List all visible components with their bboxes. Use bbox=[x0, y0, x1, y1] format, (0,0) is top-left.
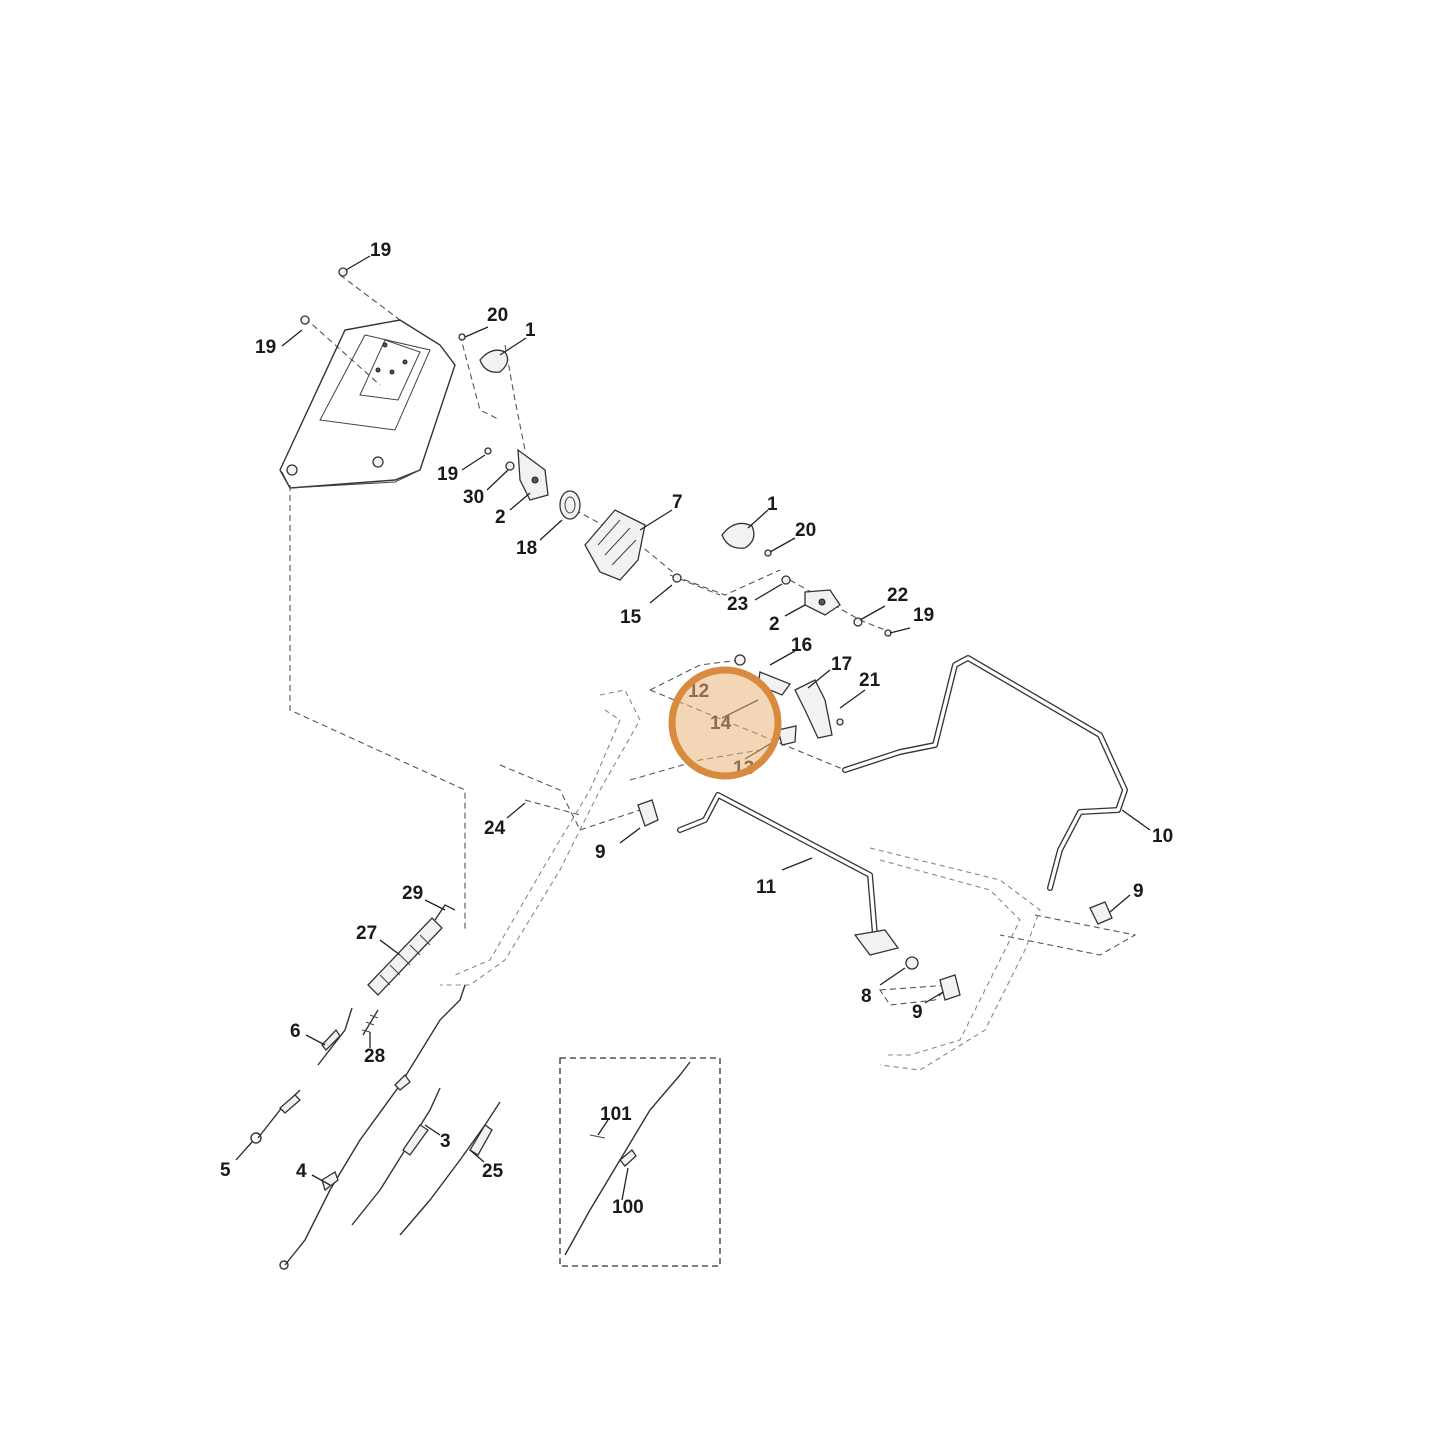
label-23: 23 bbox=[727, 594, 748, 615]
label-4: 4 bbox=[296, 1161, 307, 1182]
cable-25 bbox=[399, 1101, 501, 1236]
cable-3 bbox=[351, 1087, 441, 1226]
knob-1-upper bbox=[479, 349, 509, 373]
kit-box bbox=[559, 1057, 721, 1267]
label-11: 11 bbox=[756, 877, 777, 898]
label-19-a: 19 bbox=[370, 240, 391, 261]
label-5: 5 bbox=[220, 1160, 231, 1181]
switch-module-7 bbox=[584, 509, 646, 581]
label-9-b: 9 bbox=[1133, 881, 1144, 902]
label-8: 8 bbox=[861, 986, 872, 1007]
label-9-c: 9 bbox=[912, 1002, 923, 1023]
lever-17 bbox=[757, 671, 833, 746]
label-22: 22 bbox=[887, 585, 908, 606]
control-housing bbox=[279, 319, 456, 489]
small-hardware bbox=[300, 267, 892, 726]
label-6: 6 bbox=[290, 1021, 301, 1042]
cable-4 bbox=[279, 984, 466, 1270]
label-19-d: 19 bbox=[913, 605, 934, 626]
label-18: 18 bbox=[516, 538, 537, 559]
label-10: 10 bbox=[1152, 826, 1173, 847]
cable-6 bbox=[317, 1007, 353, 1066]
label-20-b: 20 bbox=[795, 520, 816, 541]
cable-5 bbox=[250, 1089, 301, 1144]
label-1-a: 1 bbox=[525, 320, 536, 341]
rod-11 bbox=[677, 792, 900, 956]
highlight-circle-icon bbox=[668, 666, 782, 780]
label-1-b: 1 bbox=[767, 494, 778, 515]
bushings bbox=[637, 799, 1113, 1001]
label-100: 100 bbox=[612, 1197, 644, 1218]
label-19-b: 19 bbox=[255, 337, 276, 358]
handle-tube bbox=[440, 689, 1041, 1071]
ring-18 bbox=[559, 490, 581, 520]
label-17: 17 bbox=[831, 654, 852, 675]
label-2-b: 2 bbox=[769, 614, 780, 635]
label-25: 25 bbox=[482, 1161, 504, 1182]
bracket-2-upper bbox=[517, 448, 549, 501]
label-9-a: 9 bbox=[595, 842, 606, 863]
spring-27 bbox=[367, 904, 456, 996]
spring-28 bbox=[361, 1009, 379, 1036]
label-7: 7 bbox=[672, 492, 683, 513]
label-30: 30 bbox=[463, 487, 484, 508]
label-15: 15 bbox=[620, 607, 642, 628]
label-19-c: 19 bbox=[437, 464, 458, 485]
label-24: 24 bbox=[484, 818, 506, 839]
bail-rod-10 bbox=[842, 655, 1128, 891]
label-3: 3 bbox=[440, 1131, 451, 1152]
label-20-a: 20 bbox=[487, 305, 508, 326]
label-27: 27 bbox=[356, 923, 377, 944]
label-29: 29 bbox=[402, 883, 423, 904]
label-2-a: 2 bbox=[495, 507, 506, 528]
label-101: 101 bbox=[600, 1104, 632, 1125]
knob-1-lower bbox=[721, 522, 755, 549]
label-16: 16 bbox=[791, 635, 812, 656]
label-28: 28 bbox=[364, 1046, 385, 1067]
bracket-2-lower bbox=[804, 589, 841, 616]
label-21: 21 bbox=[859, 670, 881, 691]
